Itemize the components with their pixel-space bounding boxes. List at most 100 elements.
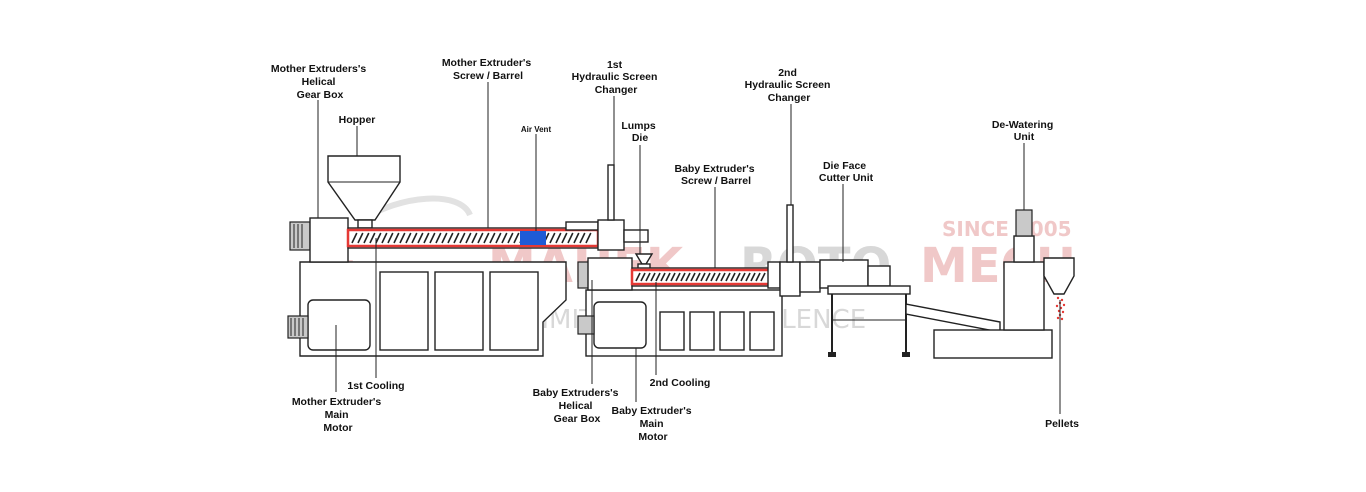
screw-flight <box>429 232 436 244</box>
label-baby-motor: Baby Extruder's Main Motor <box>611 405 694 443</box>
screen-changer-1-body <box>597 219 625 251</box>
screw-flight <box>381 232 388 244</box>
screw-flight <box>447 232 454 244</box>
labels: Mother Extruders's Helical Gear Box Hopp… <box>271 57 1079 443</box>
label-dewatering: De-Watering Unit <box>992 119 1056 143</box>
screen-changer-2-cylinder <box>786 204 794 263</box>
label-pellets: Pellets <box>1045 418 1079 430</box>
screw-flight <box>579 232 586 244</box>
screw-flight <box>645 272 651 282</box>
screw-flight <box>675 272 681 282</box>
screw-flight <box>411 232 418 244</box>
baby-motor-fan <box>577 315 595 335</box>
baby-main-motor <box>593 301 647 349</box>
screw-flight <box>405 232 412 244</box>
pellet-conveyor <box>905 303 1001 333</box>
label-baby-screw: Baby Extruder's Screw / Barrel <box>674 163 757 187</box>
mother-main-motor <box>307 299 371 351</box>
screw-flight <box>740 272 746 282</box>
label-mother-gearbox: Mother Extruders's Helical Gear Box <box>271 63 369 101</box>
screw-flight <box>660 272 666 282</box>
pellet <box>1056 296 1060 300</box>
screw-flight <box>477 232 484 244</box>
screw-flight <box>453 232 460 244</box>
mother-base-panel <box>434 271 484 351</box>
dewatering-body <box>1003 261 1045 331</box>
screw-flight <box>513 232 520 244</box>
mother-base-panel <box>489 271 539 351</box>
screw-flight <box>369 232 376 244</box>
screw-flight <box>690 272 696 282</box>
label-die-face-cutter: Die Face Cutter Unit <box>819 160 874 184</box>
screw-flight <box>435 232 442 244</box>
cutter-table-top <box>827 285 911 295</box>
baby-helical-gearbox <box>587 257 633 291</box>
mother-extruder <box>287 155 649 357</box>
baby-base-panel <box>689 311 715 351</box>
label-screen-changer-1: 1st Hydraulic Screen Changer <box>572 59 661 96</box>
screw-flight <box>585 232 592 244</box>
cutter-wheel <box>828 352 836 357</box>
screw-flight <box>750 272 756 282</box>
baby-extruder <box>577 204 801 357</box>
screw-flight <box>670 272 676 282</box>
hopper <box>327 155 401 221</box>
label-air-vent: Air Vent <box>521 125 552 134</box>
mother-base-panel <box>379 271 429 351</box>
screw-flight <box>399 232 406 244</box>
cutter-motor <box>867 265 891 287</box>
screw-flight <box>710 272 716 282</box>
mother-gearbox-coupling <box>289 221 311 251</box>
screw-flight <box>665 272 671 282</box>
screw-flight <box>555 232 562 244</box>
screw-flight <box>549 232 556 244</box>
screw-flight <box>573 232 580 244</box>
cyclone-separator <box>1043 257 1075 295</box>
screw-flight <box>501 232 508 244</box>
label-screen-changer-2: 2nd Hydraulic Screen Changer <box>745 67 834 104</box>
label-hopper: Hopper <box>339 114 376 126</box>
label-mother-screw: Mother Extruder's Screw / Barrel <box>442 57 534 82</box>
screen-changer-2-body <box>779 261 801 297</box>
baby-base-panel <box>659 311 685 351</box>
screw-flight <box>489 232 496 244</box>
screw-flight <box>357 232 364 244</box>
baby-base-panel <box>749 311 775 351</box>
screw-flight <box>387 232 394 244</box>
pellet <box>1060 298 1064 302</box>
screw-flight <box>507 232 514 244</box>
pellet <box>1062 303 1066 307</box>
screw-flight <box>363 232 370 244</box>
screw-flight <box>705 272 711 282</box>
die-face-cutter-unit <box>799 259 911 357</box>
watermark-since: SINCE 2005 <box>942 217 1072 241</box>
cutter-housing <box>819 259 869 289</box>
label-baby-gearbox: Baby Extruders's Helical Gear Box <box>533 387 622 425</box>
screw-flight <box>459 232 466 244</box>
pellet <box>1056 316 1060 320</box>
screw-flight <box>640 272 646 282</box>
screw-flight <box>725 272 731 282</box>
dewatering-unit <box>905 209 1075 359</box>
mother-barrel-head <box>565 221 599 231</box>
label-lumps-die: Lumps Die <box>621 120 658 144</box>
dewatering-tank <box>933 329 1053 359</box>
screw-flight <box>695 272 701 282</box>
screw-flight <box>650 272 656 282</box>
screw-flight <box>471 232 478 244</box>
screw-flight <box>685 272 691 282</box>
label-cooling-1: 1st Cooling <box>347 380 404 392</box>
screw-flight <box>745 272 751 282</box>
air-vent <box>520 231 546 245</box>
dewatering-motor-fan <box>1015 209 1033 237</box>
pellet <box>1055 304 1059 308</box>
mother-helical-gearbox <box>309 217 349 263</box>
screw-flight <box>483 232 490 244</box>
screen-changer-1-cylinder <box>607 164 615 221</box>
screen-changer-1-outlet <box>623 229 649 243</box>
screw-flight <box>495 232 502 244</box>
baby-base-panel <box>719 311 745 351</box>
screw-flight <box>760 272 766 282</box>
